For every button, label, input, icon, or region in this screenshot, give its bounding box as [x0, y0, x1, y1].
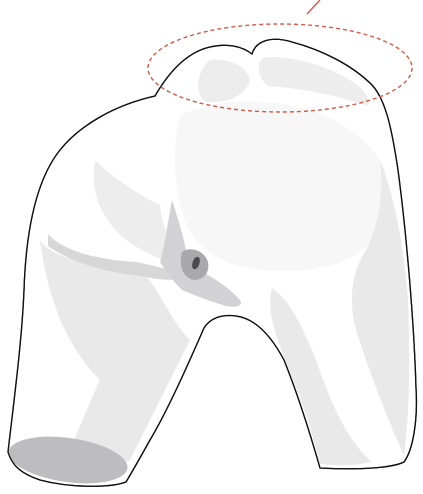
pointer-line	[307, 0, 320, 14]
